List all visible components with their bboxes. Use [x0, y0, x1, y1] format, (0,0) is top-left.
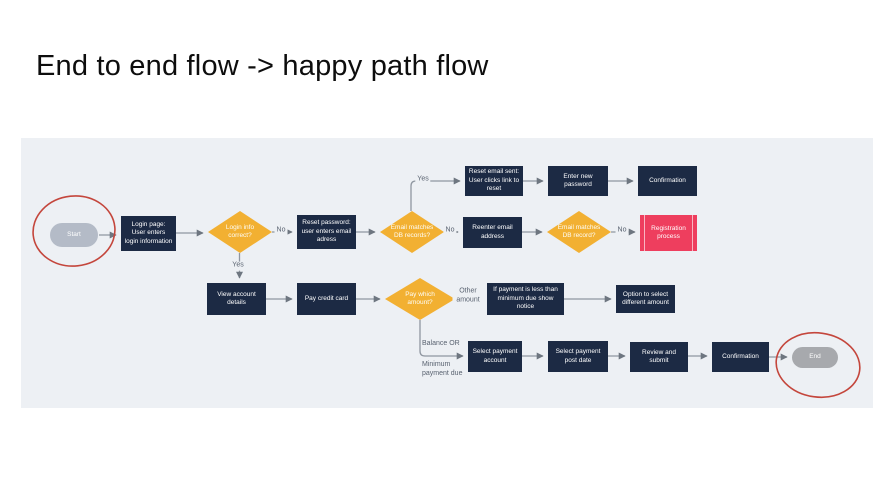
node-end: End [792, 347, 838, 368]
node-if-payment-less-notice: If payment is less than minimum due show… [487, 283, 564, 315]
edge-label-reset-yes: Yes [415, 175, 431, 185]
node-reenter-email: Reenter email address [463, 217, 522, 248]
edge-label-db-record-no: No [615, 226, 629, 236]
node-registration-process: Registration process [640, 215, 697, 251]
slide-title: End to end flow -> happy path flow [36, 50, 489, 82]
node-pay-credit-card: Pay credit card [297, 283, 356, 315]
edge-label-login-no: No [274, 226, 288, 236]
node-reset-password: Reset password: user enters email adress [297, 215, 356, 249]
node-select-payment-account: Select payment account [468, 341, 522, 372]
edge-label-other-amount: Other amount [452, 287, 484, 305]
node-view-account-details: View account details [207, 283, 266, 315]
node-enter-new-password: Enter new password [548, 166, 608, 196]
node-confirmation-reset: Confirmation [638, 166, 697, 196]
node-reset-email-sent: Reset email sent: User clicks link to re… [465, 166, 523, 196]
edge-label-login-yes: Yes [230, 261, 246, 271]
edge-label-minimum-payment-due: Minimum payment due [422, 361, 463, 377]
node-login-page: Login page: User enters login informatio… [121, 216, 176, 251]
node-review-and-submit: Review and submit [630, 342, 688, 372]
node-select-payment-post-date: Select payment post date [548, 341, 608, 372]
node-confirmation-payment: Confirmation [712, 342, 769, 372]
node-start: Start [50, 223, 98, 247]
edge-label-balance-or: Balance OR [422, 340, 460, 347]
edge-label-db-records-no: No [443, 226, 457, 236]
node-option-select-different-amount: Option to select different amount [616, 285, 675, 313]
